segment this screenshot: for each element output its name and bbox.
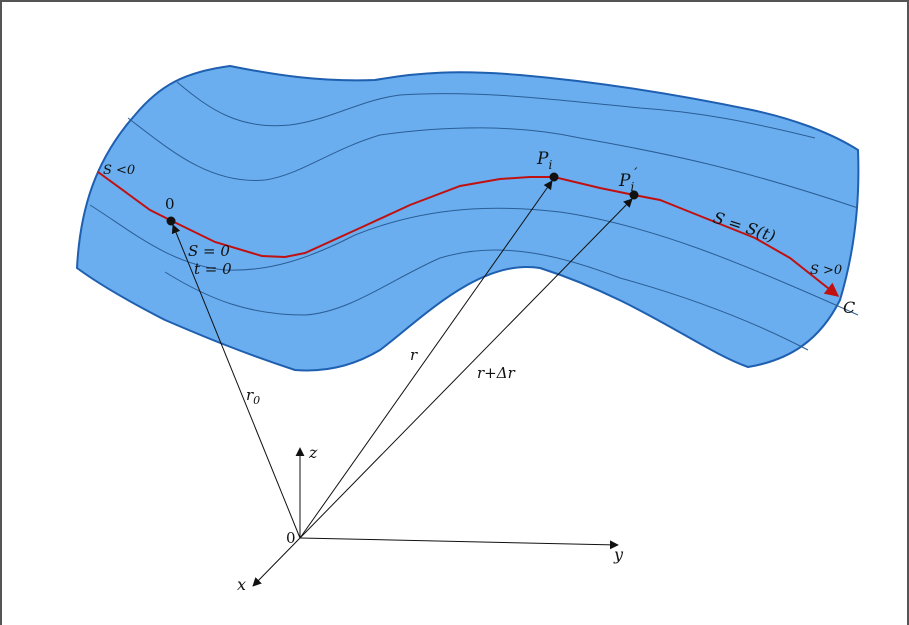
point-pi-dot (549, 172, 559, 182)
label-p-i-prime: Pi′ (618, 166, 638, 194)
point-pi-prime-dot (629, 190, 639, 200)
grid-line-2 (127, 117, 859, 209)
label-p-i: Pi (536, 149, 552, 172)
label-r-delta: r+Δr (477, 364, 516, 382)
label-t-zero: t = 0 (194, 260, 232, 278)
vector-r0 (171, 224, 301, 539)
vector-r-delta (299, 198, 633, 539)
grid-line-3 (89, 204, 859, 316)
curve-c (97, 171, 840, 297)
surface-grid (89, 81, 859, 351)
axis-y-line (299, 537, 619, 550)
origin-point-dot (166, 216, 176, 226)
grid-line-1 (176, 81, 816, 139)
label-origin-point: 0 (165, 195, 175, 213)
label-s-positive: S >0 (810, 263, 842, 278)
label-axis-z: z (308, 443, 318, 462)
label-axis-y: y (613, 545, 624, 564)
label-r: r (410, 346, 418, 364)
label-s-negative: S <0 (103, 163, 135, 178)
grid-line-4 (164, 249, 809, 351)
label-axis-x: x (237, 575, 246, 594)
label-s-zero: S = 0 (188, 242, 230, 260)
vector-r (299, 180, 553, 539)
surface-patch (75, 64, 860, 372)
label-r0: r0 (246, 386, 260, 407)
label-curve-c: C (843, 298, 855, 317)
axis-x-line (252, 537, 301, 587)
label-axis-origin: 0 (286, 529, 296, 547)
